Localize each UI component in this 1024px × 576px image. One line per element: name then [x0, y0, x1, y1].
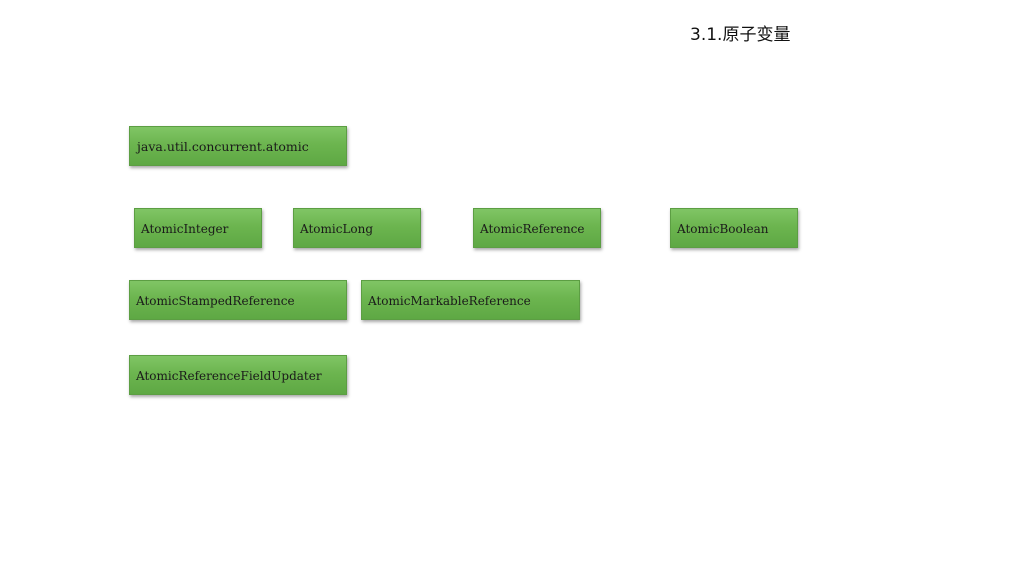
- atomic-reference-box: AtomicReference: [473, 208, 601, 248]
- slide-title: 3.1.原子变量: [690, 25, 791, 45]
- atomic-long-box: AtomicLong: [293, 208, 421, 248]
- atomic-markable-reference-box: AtomicMarkableReference: [361, 280, 580, 320]
- atomic-stamped-reference-box: AtomicStampedReference: [129, 280, 347, 320]
- atomic-boolean-box: AtomicBoolean: [670, 208, 798, 248]
- atomic-integer-box: AtomicInteger: [134, 208, 262, 248]
- atomic-reference-field-updater-box: AtomicReferenceFieldUpdater: [129, 355, 347, 395]
- package-box: java.util.concurrent.atomic: [129, 126, 347, 166]
